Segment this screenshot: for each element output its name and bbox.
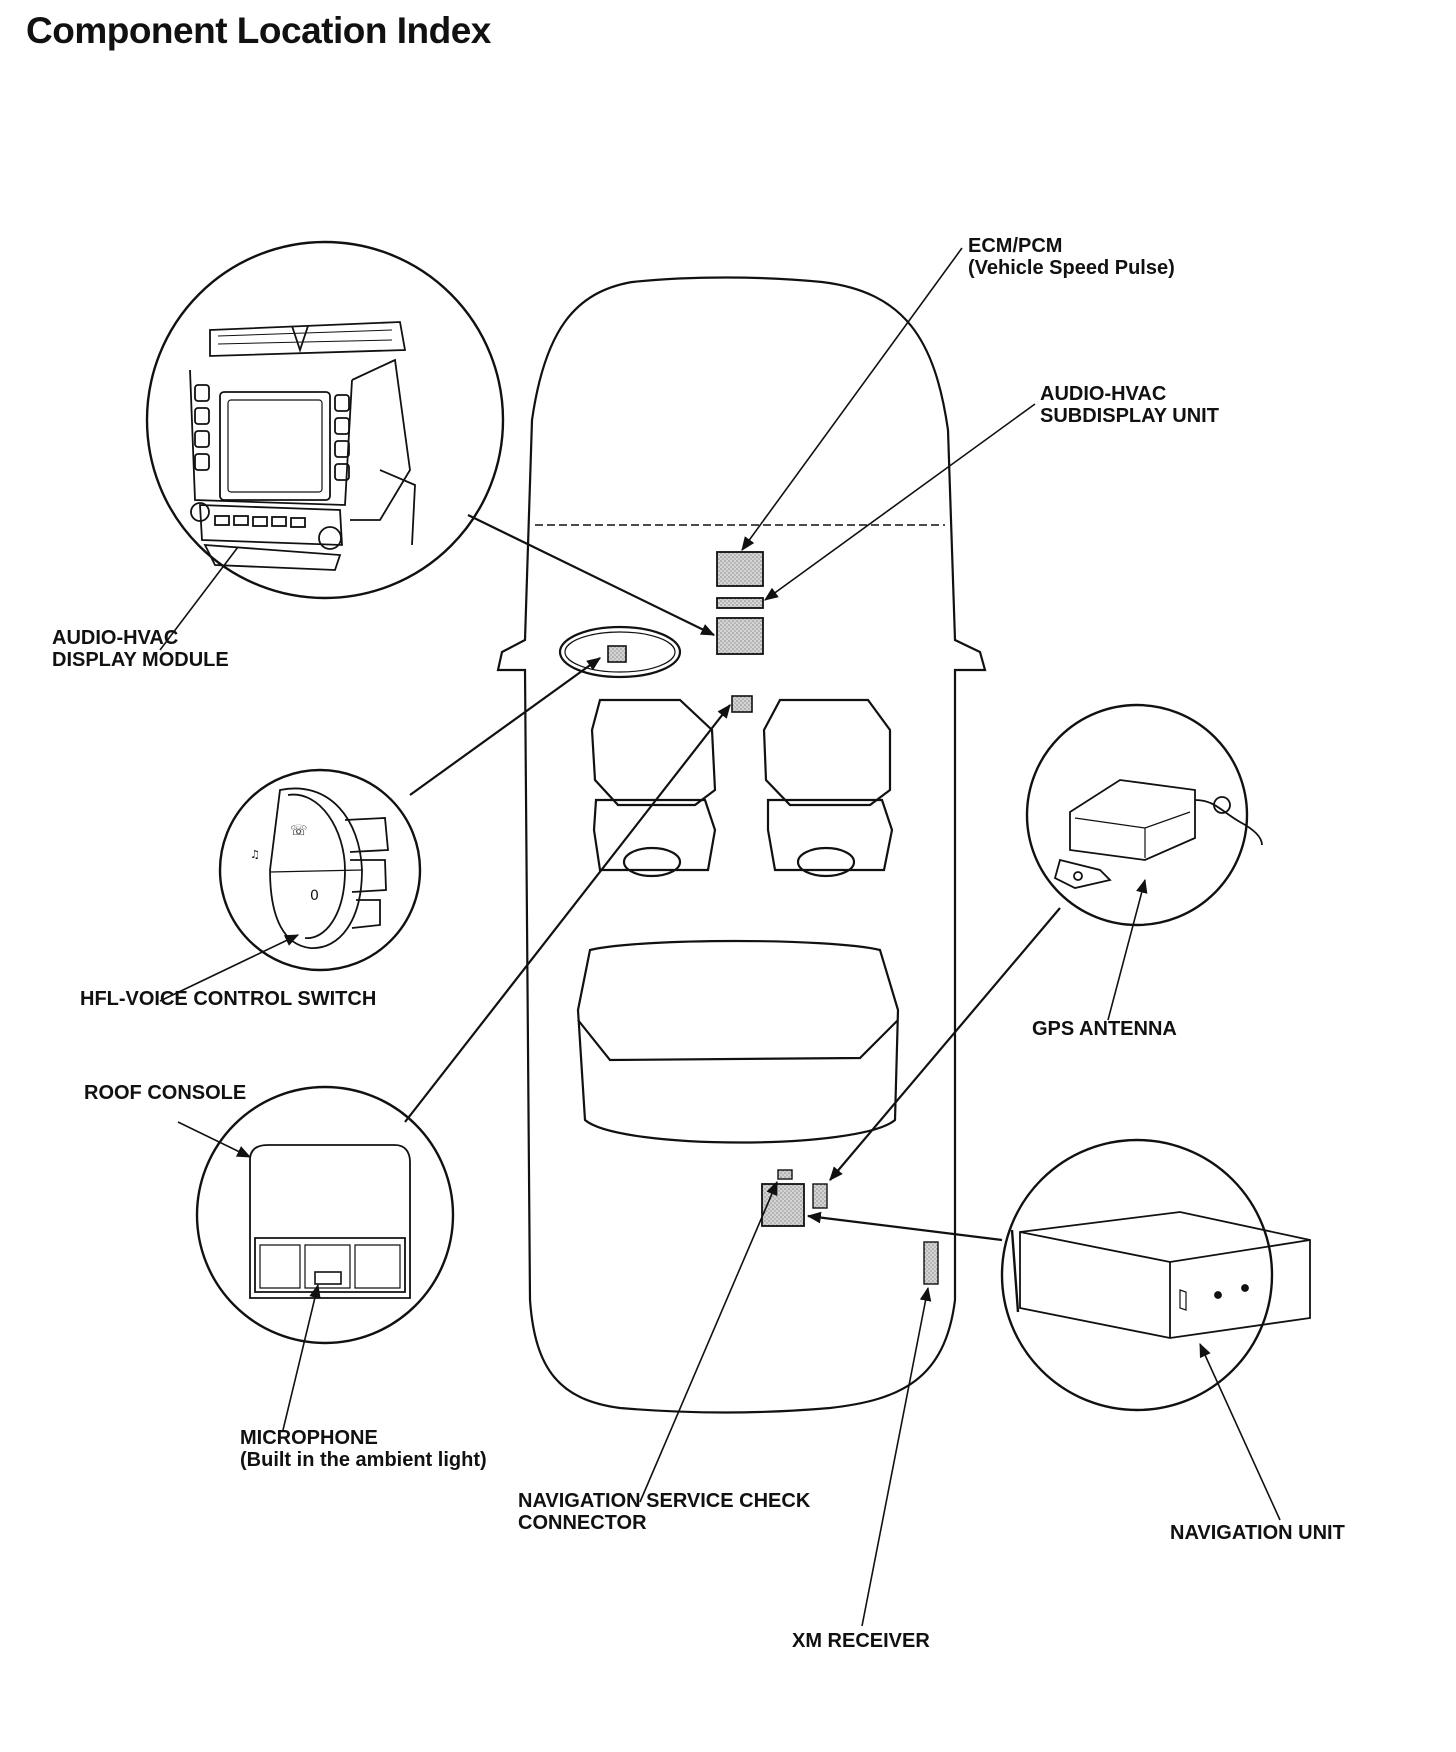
label-microphone: MICROPHONE (Built in the ambient light) xyxy=(240,1427,487,1471)
label-display-module: AUDIO-HVAC DISPLAY MODULE xyxy=(52,627,229,671)
leader-nav-check-connector xyxy=(639,1180,778,1503)
leader-subdisplay xyxy=(764,403,1036,601)
arrow-hfl-switch xyxy=(409,657,601,796)
label-nav-service-check-connector: NAVIGATION SERVICE CHECK CONNECTOR xyxy=(518,1490,810,1534)
leader-display-module-label xyxy=(159,546,239,651)
label-navigation-unit: NAVIGATION UNIT xyxy=(1170,1522,1345,1544)
arrow-roof-console xyxy=(404,704,731,1123)
navigation-unit-marker xyxy=(761,1183,805,1227)
hfl-switch-detail: ☏ ♫ 0 xyxy=(218,768,422,972)
label-roof-console: ROOF CONSOLE xyxy=(84,1082,247,1104)
arrow-display-module xyxy=(467,514,716,636)
navigation-unit-detail xyxy=(1000,1138,1311,1412)
nav-check-connector-marker xyxy=(777,1169,793,1180)
svg-text:☏: ☏ xyxy=(290,823,308,839)
arrow-gps-antenna xyxy=(829,907,1061,1181)
roof-console-marker xyxy=(731,695,753,713)
label-xm-receiver: XM RECEIVER xyxy=(792,1630,930,1652)
page-title: Component Location Index xyxy=(26,10,491,51)
subdisplay-line-2: SUBDISPLAY UNIT xyxy=(1040,405,1219,427)
ecm-pcm-marker xyxy=(716,551,764,587)
subdisplay-marker xyxy=(716,597,764,609)
label-hfl-voice-switch: HFL-VOICE CONTROL SWITCH xyxy=(80,988,377,1010)
arrow-navigation-unit xyxy=(806,1211,1003,1242)
xm-receiver-marker xyxy=(923,1241,939,1285)
label-gps-antenna: GPS ANTENNA xyxy=(1032,1018,1177,1040)
ecm-pcm-subtitle: (Vehicle Speed Pulse) xyxy=(968,257,1175,279)
leader-roof-console-label xyxy=(177,1121,252,1158)
svg-text:0: 0 xyxy=(310,888,319,904)
leader-microphone xyxy=(282,1283,321,1431)
leader-gps-antenna xyxy=(1107,878,1148,1021)
leader-xm-receiver xyxy=(861,1286,932,1627)
leader-navigation-unit xyxy=(1199,1342,1281,1521)
nav-check-line-2: CONNECTOR xyxy=(518,1512,647,1534)
nav-check-line-1: NAVIGATION SERVICE CHECK xyxy=(518,1490,811,1512)
gps-antenna-marker xyxy=(812,1183,828,1209)
microphone-line-2: (Built in the ambient light) xyxy=(240,1449,487,1471)
car-outline xyxy=(496,276,987,1414)
ecm-pcm-title: ECM/PCM xyxy=(968,235,1063,257)
svg-text:♫: ♫ xyxy=(250,848,260,861)
gps-antenna-detail xyxy=(1025,703,1263,927)
leader-ecm-pcm xyxy=(741,247,963,551)
leader-hfl-switch-label xyxy=(159,934,300,1002)
roof-console-detail xyxy=(195,1085,455,1345)
label-ecm-pcm: ECM/PCM (Vehicle Speed Pulse) xyxy=(968,235,1175,279)
display-module-marker xyxy=(716,617,764,655)
label-subdisplay-unit: AUDIO-HVAC SUBDISPLAY UNIT xyxy=(1040,383,1219,427)
display-module-detail xyxy=(145,240,505,600)
subdisplay-line-1: AUDIO-HVAC xyxy=(1040,383,1167,405)
display-module-line-2: DISPLAY MODULE xyxy=(52,649,229,671)
microphone-line-1: MICROPHONE xyxy=(240,1427,378,1449)
display-module-line-1: AUDIO-HVAC xyxy=(52,627,179,649)
hfl-switch-marker xyxy=(607,645,627,663)
